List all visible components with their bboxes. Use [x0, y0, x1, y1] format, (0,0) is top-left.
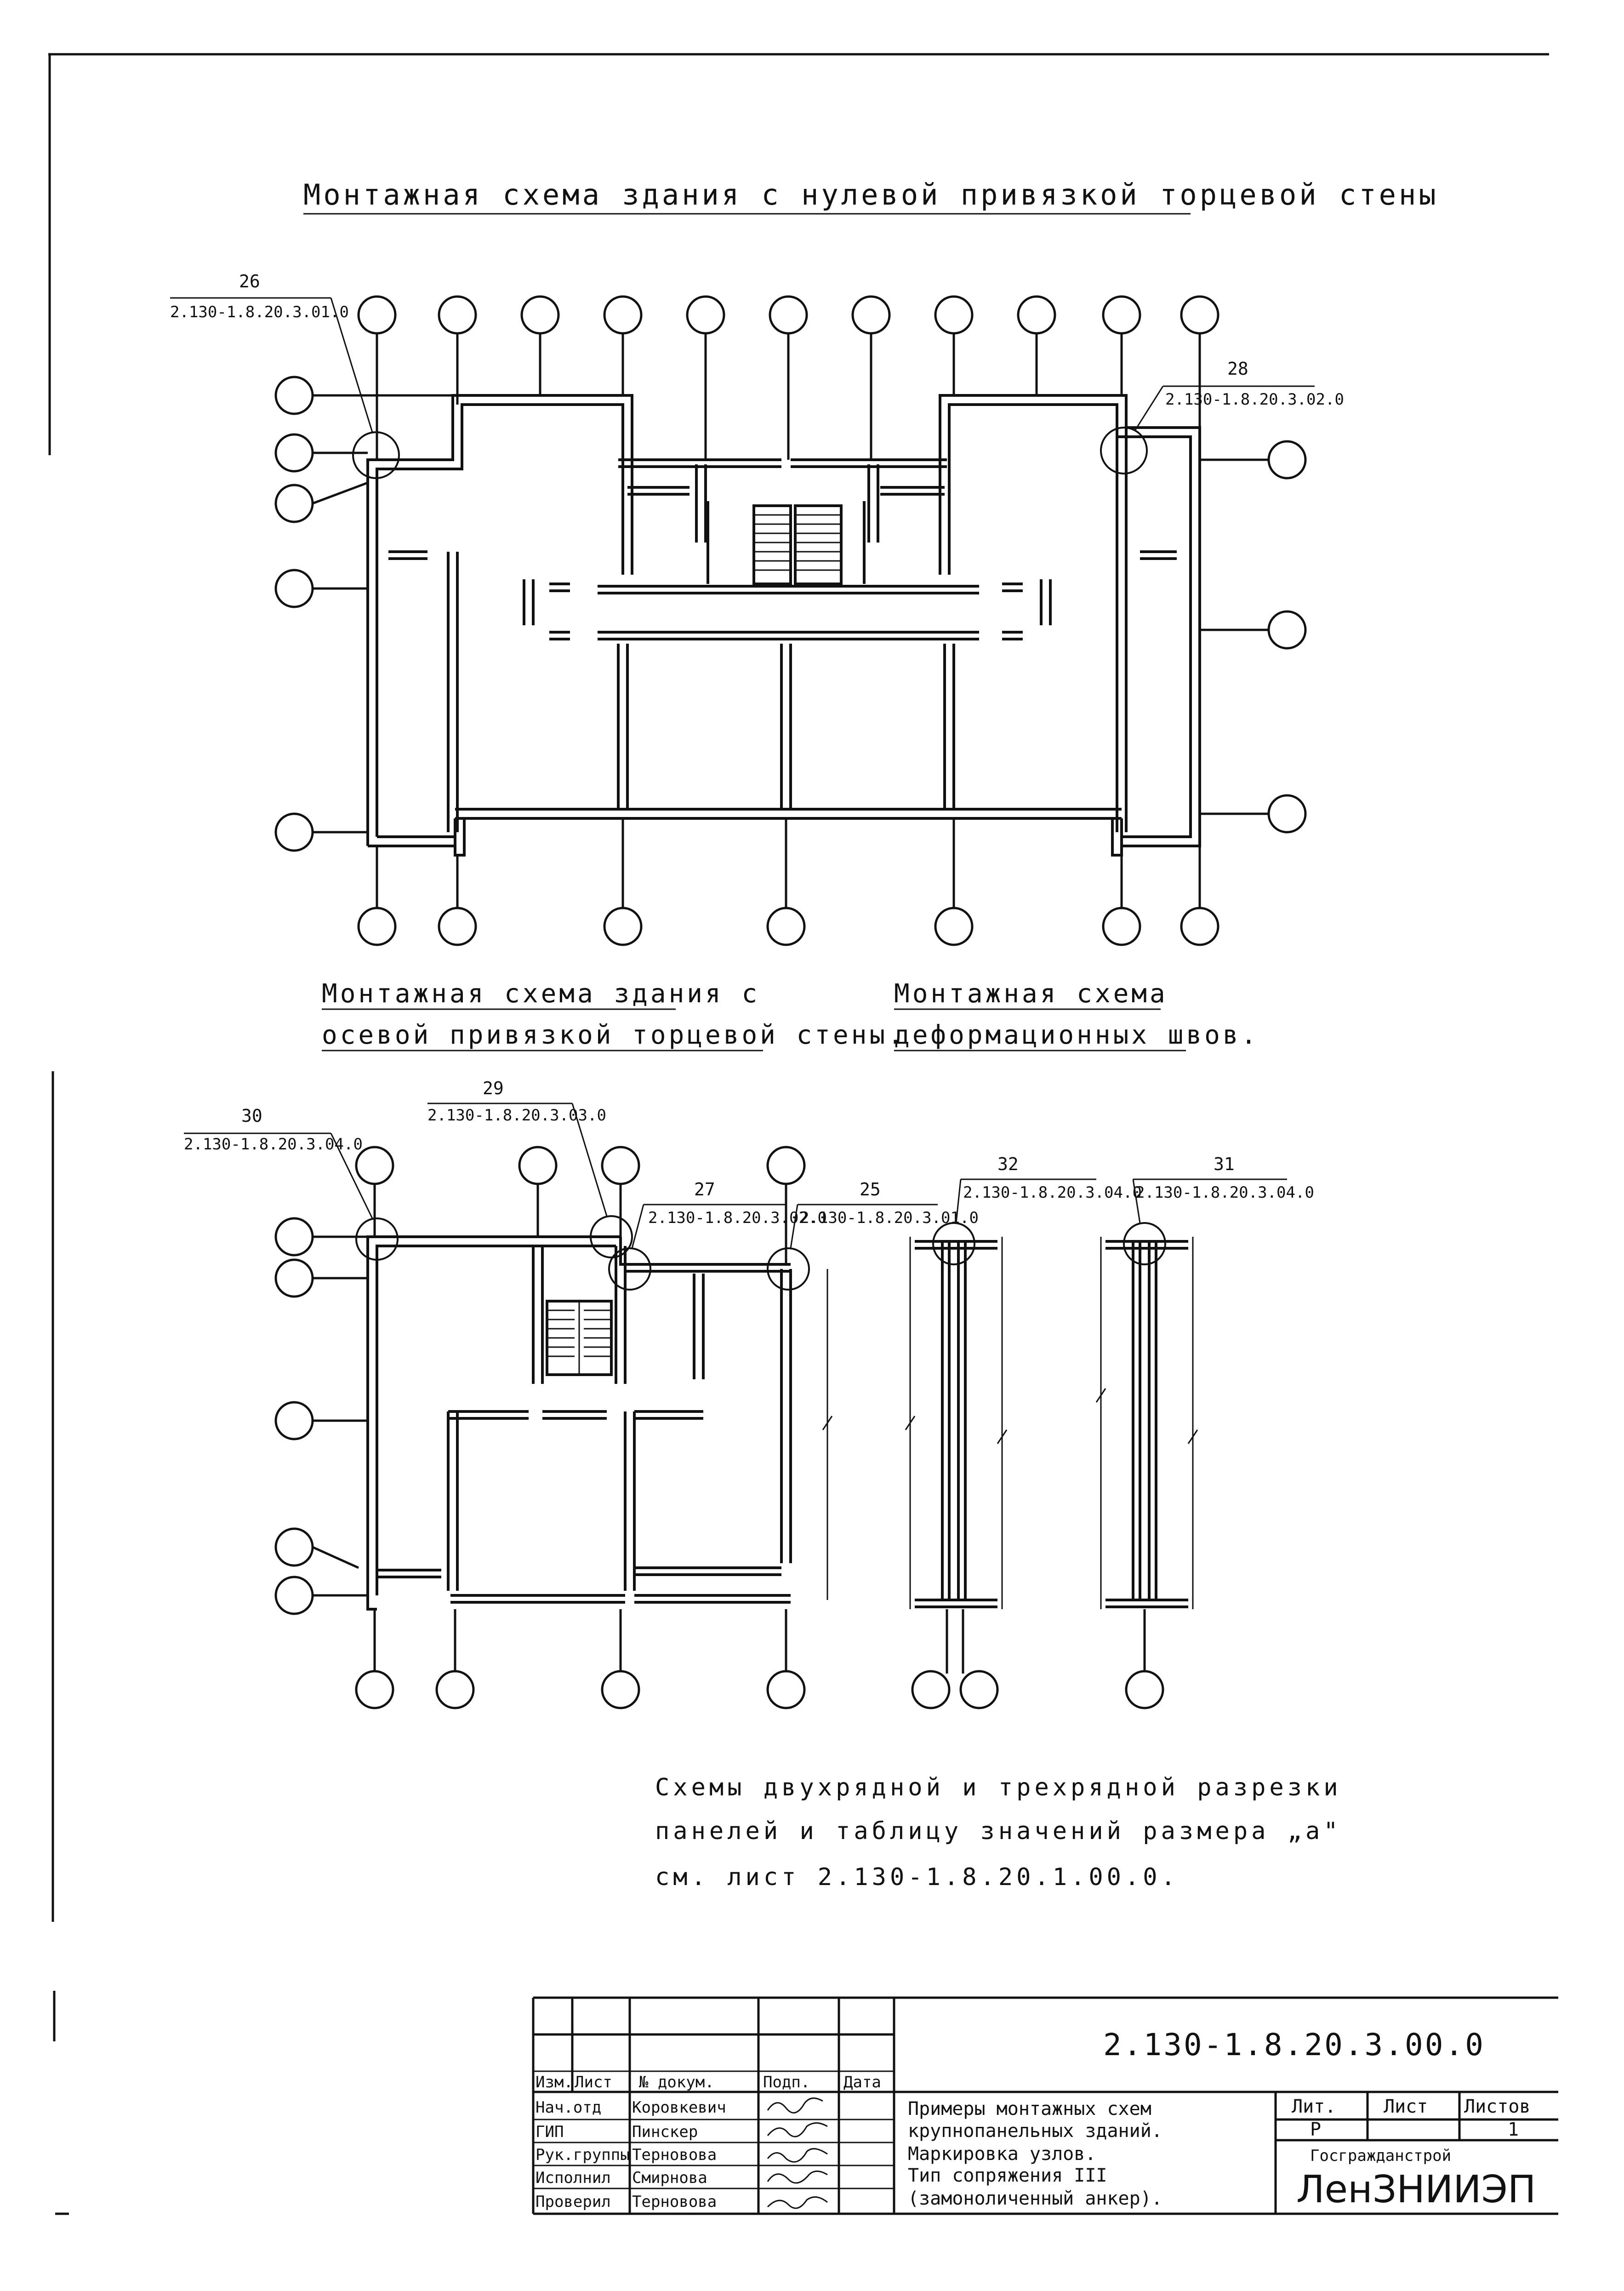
tb-name-5: Терновова [632, 2193, 717, 2211]
callout-31-num: 31 [1214, 1154, 1235, 1174]
note-line-1: Схемы двухрядной и трехрядной разрезки [655, 1774, 1342, 1801]
callout-30-num: 30 [241, 1106, 262, 1126]
sheet-frame [48, 53, 1549, 2215]
plan-axial-binding [366, 1235, 792, 1611]
plan-axial-axes [274, 1146, 806, 1709]
note-line-2: панелей и таблицу значений размера „а" [655, 1817, 1342, 1845]
tb-role-2: ГИП [536, 2123, 564, 2141]
callout-32-num: 32 [997, 1154, 1019, 1174]
callout-31-code: 2.130-1.8.20.3.04.0 [1135, 1183, 1314, 1202]
tb-role-5: Проверил [536, 2193, 611, 2211]
plan-zero-binding [366, 394, 1201, 857]
tb-stage-lit: Лит. [1292, 2096, 1336, 2117]
tb-stage-lit-value: Р [1310, 2119, 1321, 2140]
title-block-frame [532, 1996, 1558, 2215]
tb-header-doc: № докум. [639, 2073, 714, 2091]
plan-axial-dimension [822, 1269, 833, 1600]
callout-32 [932, 1178, 1096, 1265]
tb-stage-listov: Листов [1464, 2096, 1531, 2117]
callout-32-code: 2.130-1.8.20.3.04.0 [963, 1183, 1142, 1202]
scheme-joints-title-1: Монтажная схема [894, 979, 1168, 1009]
callout-29 [427, 1103, 633, 1258]
tb-header-list: Лист [575, 2073, 612, 2091]
scheme-axial-title-1: Монтажная схема здания с [322, 979, 760, 1009]
tb-desc-2: крупнопанельных зданий. [908, 2120, 1162, 2142]
document-code: 2.130-1.8.20.3.00.0 [1103, 2027, 1485, 2062]
tb-role-1: Нач.отд [536, 2098, 601, 2117]
plan-zero-stair [754, 514, 841, 571]
callout-25-code: 2.130-1.8.20.3.01.0 [800, 1209, 979, 1227]
tb-role-3: Рук.группы [536, 2146, 630, 2164]
scheme-axial-title-2: осевой привязкой торцевой стены. [322, 1020, 906, 1050]
callout-28-code: 2.130-1.8.20.3.02.0 [1165, 390, 1344, 409]
tb-name-1: Коровкевич [632, 2098, 726, 2117]
tb-stage-listov-value: 1 [1508, 2119, 1519, 2140]
tb-desc-4: Тип сопряжения III [908, 2165, 1107, 2186]
callout-29-code: 2.130-1.8.20.3.03.0 [427, 1106, 606, 1125]
tb-name-2: Пинскер [632, 2123, 698, 2141]
callout-27-num: 27 [694, 1179, 715, 1200]
callout-27 [608, 1204, 786, 1291]
tb-org-2: ЛенЗНИИЭП [1296, 2168, 1536, 2211]
tb-desc-1: Примеры монтажных схем [908, 2098, 1151, 2120]
tb-name-3: Терновова [632, 2146, 717, 2164]
callout-30 [184, 1132, 399, 1261]
scheme-joints-title-2: деформационных швов. [894, 1020, 1259, 1050]
tb-header-date: Дата [843, 2073, 881, 2091]
tb-org-1: Госгражданстрой [1310, 2147, 1451, 2165]
tb-role-4: Исполнил [536, 2169, 611, 2187]
callout-27-code: 2.130-1.8.20.3.02.0 [648, 1209, 827, 1227]
tb-desc-5: (замоноличенный анкер). [908, 2188, 1162, 2209]
joint-plan-axes [911, 1609, 1164, 1709]
plan-axial-stair [547, 1301, 611, 1375]
joint-plan-a [915, 1240, 997, 1608]
callout-26-num: 26 [239, 271, 260, 291]
callout-25 [767, 1204, 938, 1291]
scheme-zero-title: Монтажная схема здания с нулевой привязк… [303, 178, 1439, 211]
callout-26-code: 2.130-1.8.20.3.01.0 [170, 303, 349, 321]
tb-header-sign: Подп. [763, 2073, 810, 2091]
callout-28 [1100, 385, 1315, 474]
joint-plan-b [1105, 1240, 1188, 1608]
tb-stage-list: Лист [1384, 2096, 1428, 2117]
tb-desc-3: Маркировка узлов. [908, 2143, 1096, 2165]
callout-30-code: 2.130-1.8.20.3.04.0 [184, 1135, 363, 1154]
signature-marks [767, 2097, 828, 2209]
tb-name-4: Смирнова [632, 2169, 707, 2187]
callout-31 [1123, 1178, 1287, 1265]
plan-zero-axes [274, 295, 1307, 946]
callout-26 [170, 297, 400, 479]
callout-28-num: 28 [1227, 359, 1248, 379]
joint-plan-dimensions [905, 1237, 1198, 1609]
callout-25-num: 25 [860, 1179, 881, 1200]
callout-29-num: 29 [483, 1078, 504, 1098]
note-line-3: см. лист 2.130-1.8.20.1.00.0. [655, 1863, 1179, 1891]
tb-header-izm: Изм. [536, 2073, 573, 2091]
